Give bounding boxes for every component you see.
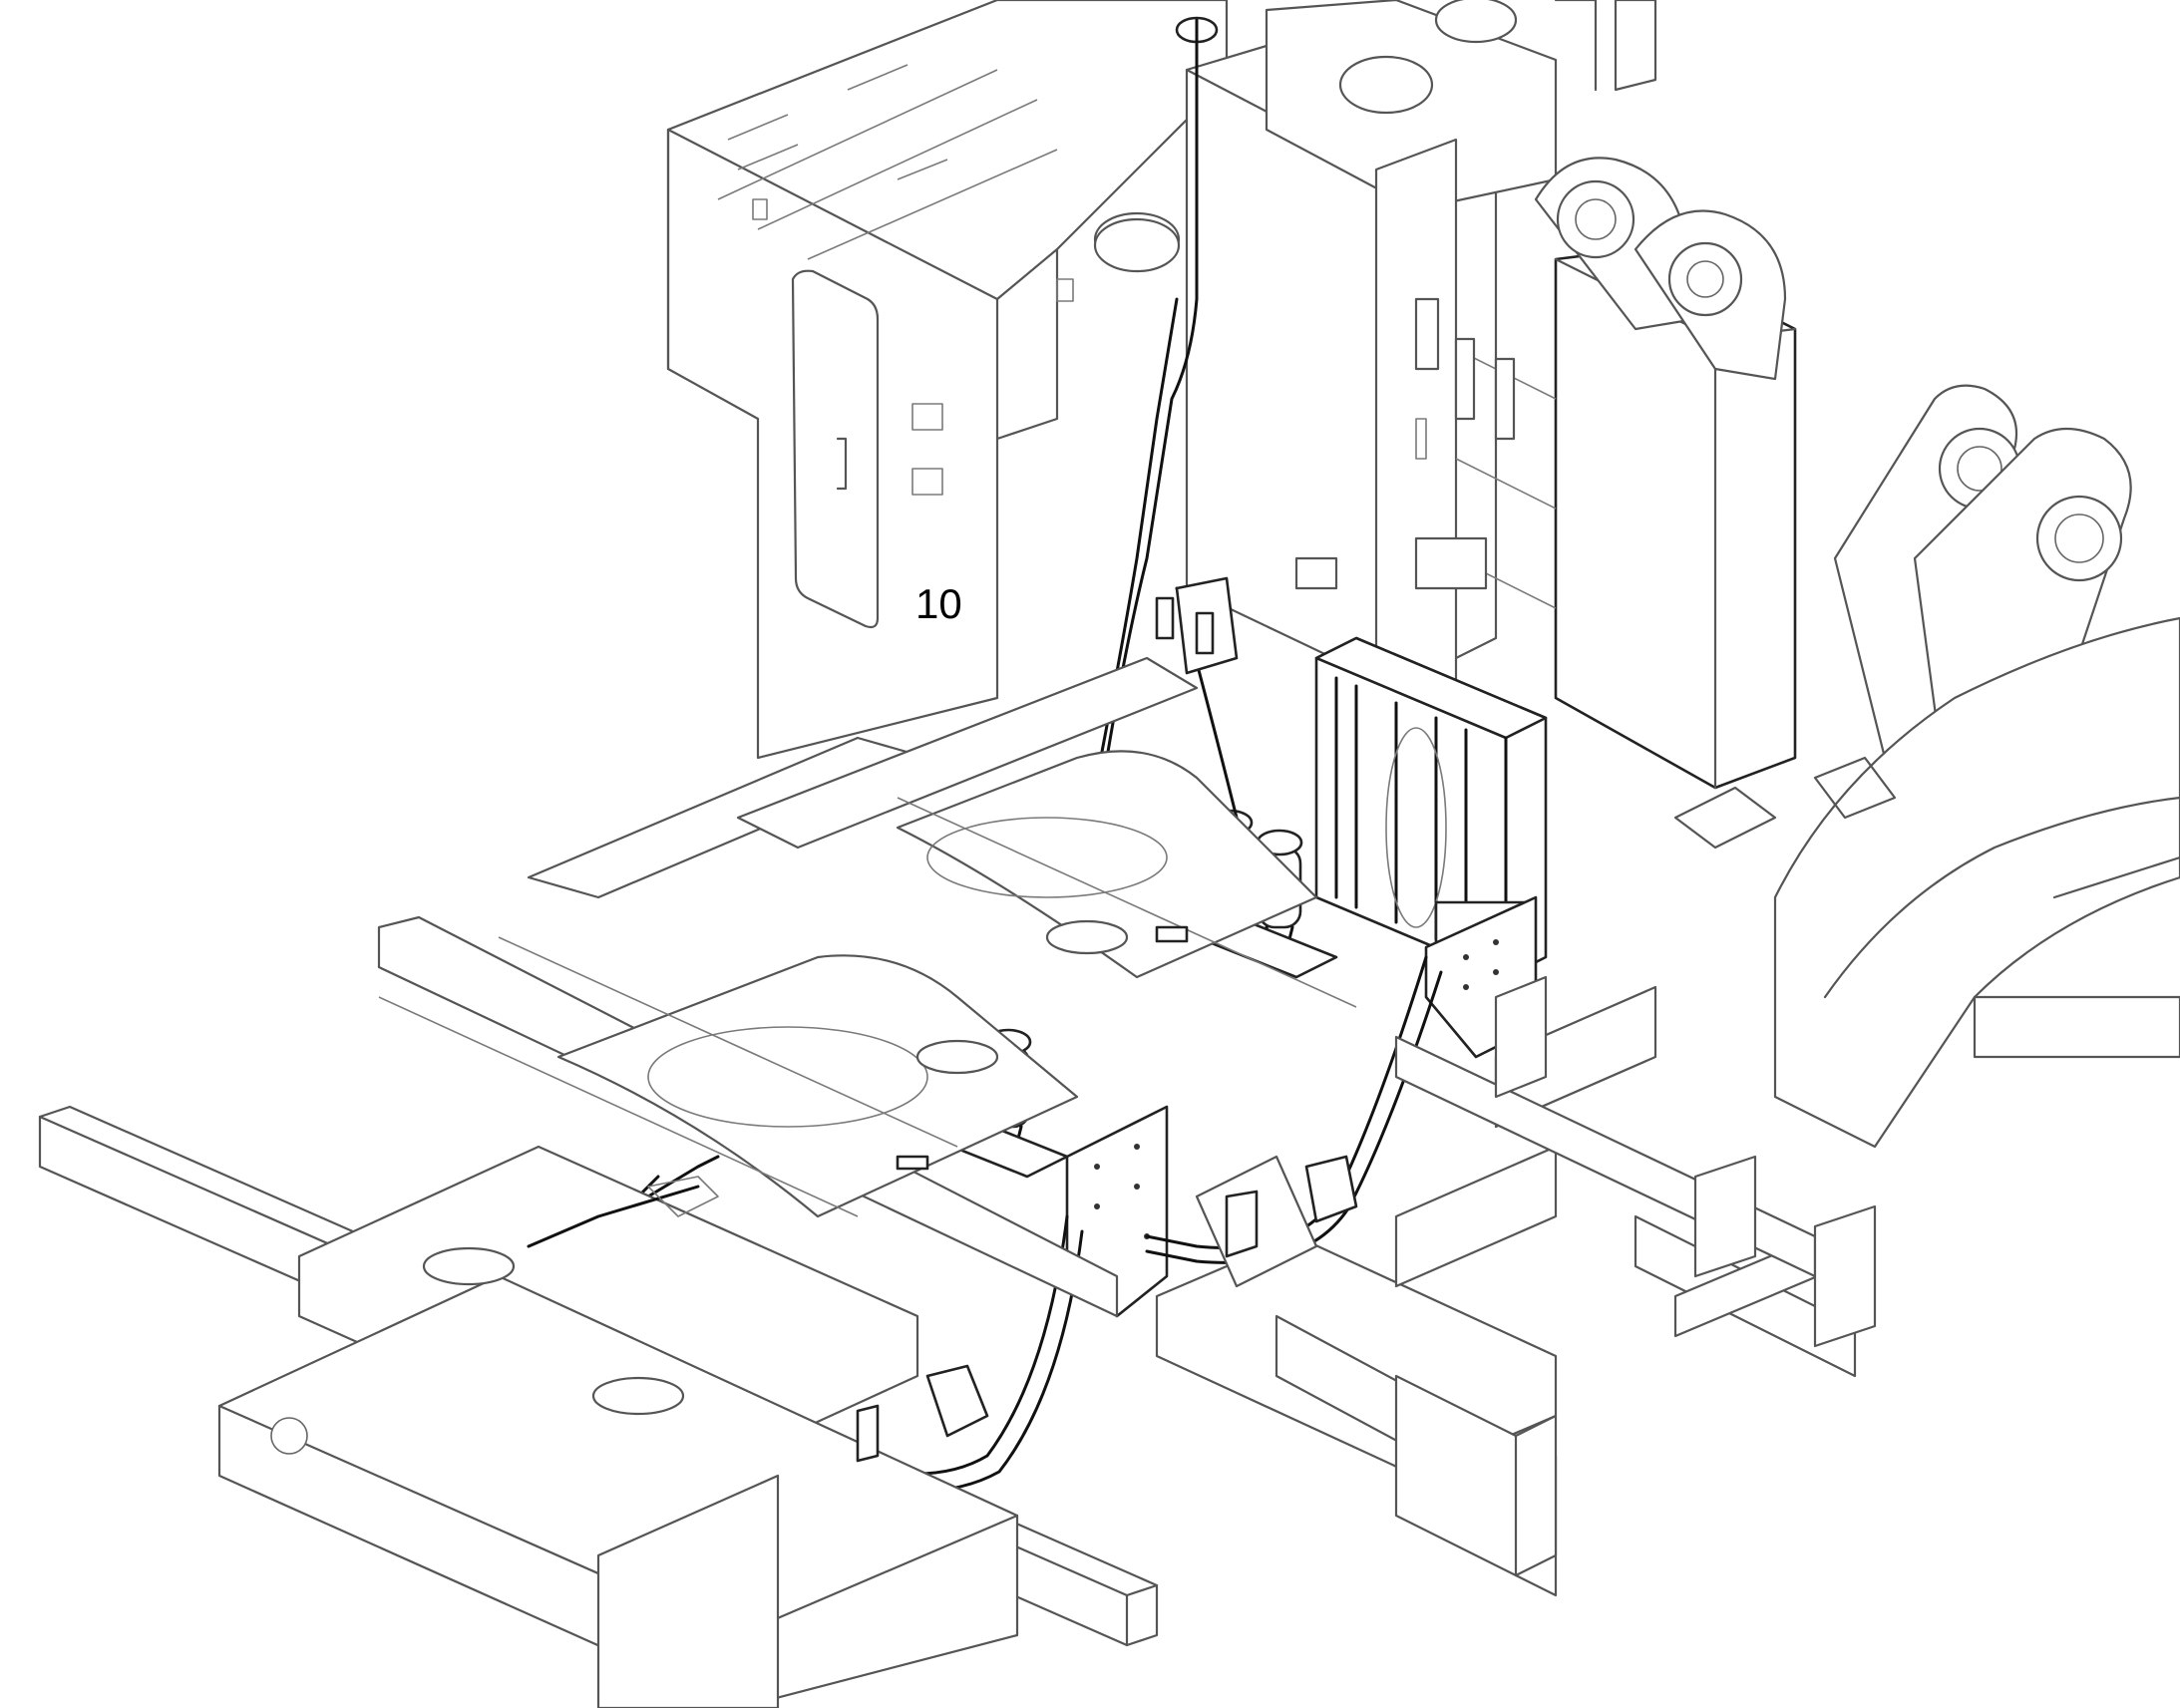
central-tank-unit — [1314, 636, 1548, 979]
right-tower-structure — [1185, 0, 1797, 790]
main-chassis-frame — [38, 656, 1877, 1708]
upper-cab-structure — [666, 0, 1229, 760]
boom-arms — [1534, 157, 2180, 1149]
small-brackets — [527, 536, 1897, 1463]
callout-label-10: 10 — [915, 580, 962, 627]
